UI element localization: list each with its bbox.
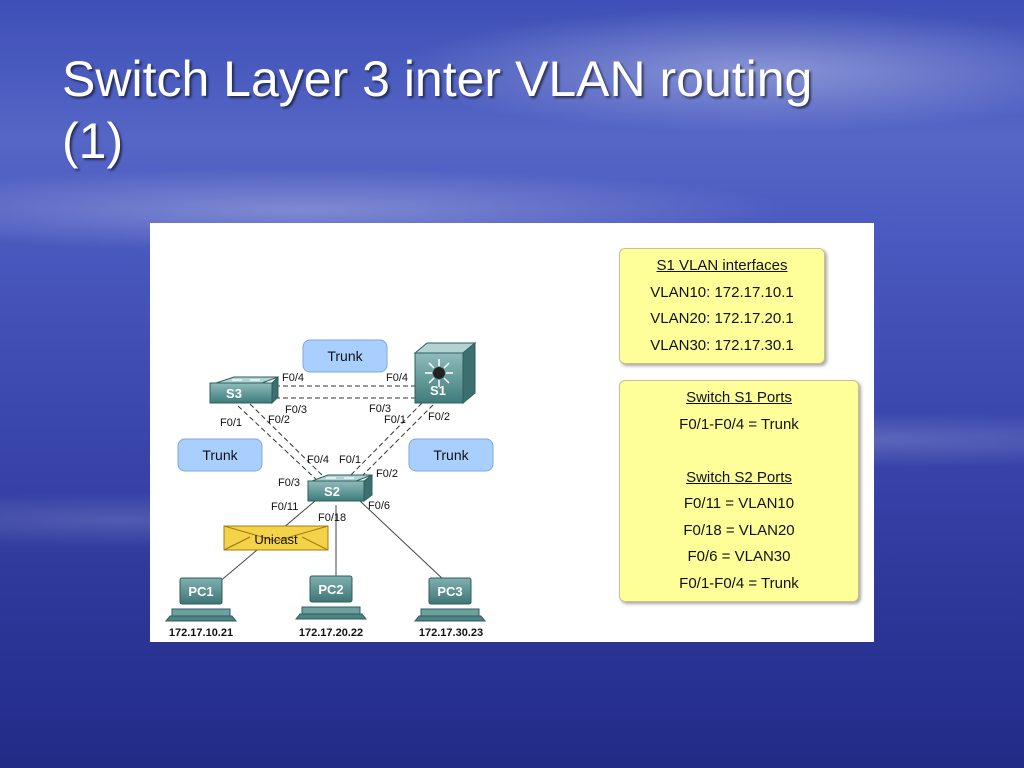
- port-s2-f03: F0/3: [278, 477, 300, 489]
- s2-ports-line: F0/18 = VLAN20: [683, 521, 795, 539]
- slide-title-line2: (1): [62, 113, 124, 169]
- diagram-panel: Trunk Trunk Trunk S3: [150, 223, 874, 642]
- switch-ports-box: Switch S1 Ports F0/1-F0/4 = Trunk Switch…: [619, 380, 859, 602]
- pc1-ip: 172.17.10.21: [169, 627, 233, 639]
- slide-title: Switch Layer 3 inter VLAN routing (1): [62, 48, 962, 172]
- port-s3-f01: F0/1: [220, 417, 242, 429]
- pc2-name: PC2: [318, 582, 343, 597]
- s1-vlan-line: VLAN30: 172.17.30.1: [650, 336, 794, 354]
- port-s2-f01: F0/1: [339, 454, 361, 466]
- pc3[interactable]: PC3 172.17.30.23: [413, 577, 487, 639]
- s1-vlan-line: VLAN20: 172.17.20.1: [650, 310, 794, 327]
- slide-title-line1: Switch Layer 3 inter VLAN routing: [62, 51, 813, 107]
- trunk-label-left-text: Trunk: [202, 447, 238, 463]
- switch-s1[interactable]: S1: [413, 341, 477, 405]
- port-s1-f04: F0/4: [386, 372, 408, 384]
- network-diagram: Trunk Trunk Trunk S3: [164, 339, 494, 639]
- switch-s3[interactable]: S3: [209, 375, 279, 405]
- switch-s2[interactable]: S2: [307, 474, 373, 502]
- port-s2-f06: F0/6: [368, 500, 390, 512]
- s2-ports-line: F0/6 = VLAN30: [687, 548, 791, 565]
- trunk-label-left: Trunk: [177, 438, 263, 472]
- link-s3-s2-b: [249, 403, 329, 482]
- s1-ports-line: F0/1-F0/4 = Trunk: [679, 415, 799, 433]
- port-s2-f018: F0/18: [318, 512, 346, 524]
- port-s1-f01: F0/1: [384, 414, 406, 426]
- trunk-label-top-text: Trunk: [327, 348, 363, 364]
- switch-s3-name: S3: [226, 386, 242, 401]
- link-s2-pc3: [359, 500, 446, 582]
- pc3-name: PC3: [437, 584, 462, 599]
- link-s1-s2-a: [344, 402, 423, 482]
- pc2-ip: 172.17.20.22: [299, 627, 363, 639]
- s1-vlan-interfaces-box: S1 VLAN interfaces VLAN10: 172.17.10.1 V…: [619, 248, 825, 364]
- port-labels: F0/4 F0/3 F0/2 F0/1 F0/4 F0/3 F0/1 F0/2 …: [220, 372, 450, 524]
- port-s1-f03: F0/3: [369, 403, 391, 415]
- pc1-name: PC1: [188, 584, 213, 599]
- router-core-icon: [433, 367, 445, 379]
- s2-ports-line: F0/1-F0/4 = Trunk: [679, 574, 799, 592]
- pc3-ip: 172.17.30.23: [419, 627, 483, 639]
- trunk-label-right: Trunk: [408, 438, 494, 472]
- s2-ports-heading: Switch S2 Ports: [686, 468, 792, 486]
- switch-s1-name: S1: [430, 383, 446, 398]
- s2-ports-line: F0/11 = VLAN10: [683, 495, 795, 512]
- pc1[interactable]: PC1 172.17.10.21: [164, 577, 238, 639]
- link-s3-s2-a: [237, 405, 321, 484]
- s1-ports-heading: Switch S1 Ports: [686, 389, 792, 406]
- port-s2-f02: F0/2: [376, 468, 398, 480]
- trunk-label-right-text: Trunk: [433, 447, 469, 463]
- switch-s2-name: S2: [324, 484, 340, 499]
- port-s3-f02: F0/2: [268, 414, 290, 426]
- trunk-label-top: Trunk: [302, 339, 388, 373]
- trunk-links: [237, 385, 434, 484]
- ports-spacer: [620, 438, 858, 465]
- port-s3-f04: F0/4: [282, 372, 304, 384]
- unicast-label: Unicast: [254, 532, 298, 547]
- port-s3-f03: F0/3: [285, 404, 307, 416]
- unicast-envelope: Unicast: [223, 525, 329, 551]
- s1-vlan-line: VLAN10: 172.17.10.1: [650, 283, 794, 301]
- pc2[interactable]: PC2 172.17.20.22: [294, 575, 368, 639]
- link-s1-s2-b: [354, 404, 434, 484]
- port-s2-f011: F0/11: [271, 501, 298, 513]
- s1-vlan-heading: S1 VLAN interfaces: [656, 257, 788, 274]
- port-s1-f02: F0/2: [428, 411, 450, 423]
- port-s2-f04: F0/4: [307, 454, 329, 466]
